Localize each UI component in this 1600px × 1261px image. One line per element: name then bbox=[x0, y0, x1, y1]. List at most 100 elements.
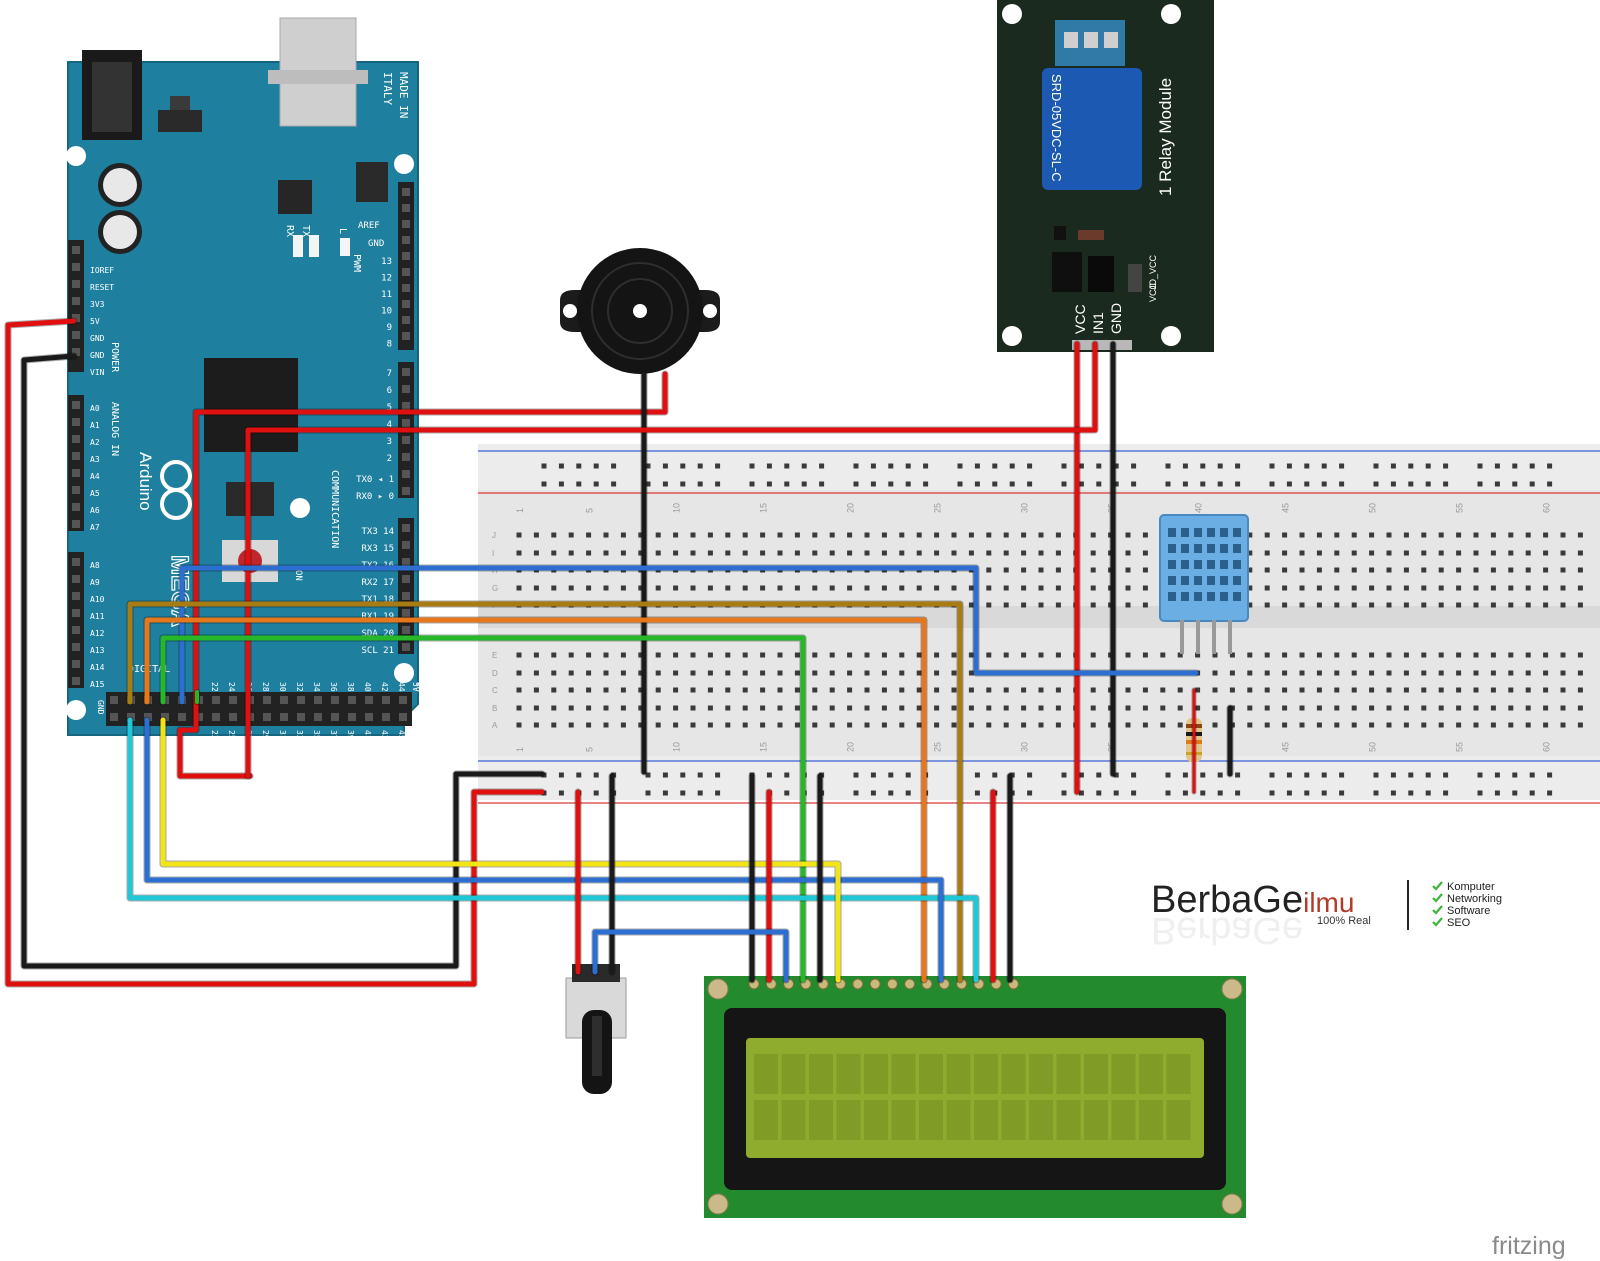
buzzer-hole-left bbox=[563, 304, 577, 318]
breadboard-hole bbox=[934, 532, 940, 538]
comm-pin bbox=[402, 609, 410, 617]
rail-hole bbox=[1217, 790, 1223, 796]
rail-hole bbox=[1547, 481, 1553, 487]
analog-pin-label: A0 bbox=[90, 404, 100, 413]
breadboard-hole bbox=[1403, 532, 1409, 538]
breadboard-hole bbox=[1055, 567, 1061, 573]
breadboard-hole bbox=[1247, 705, 1253, 711]
power-pin-label: GND bbox=[90, 334, 105, 343]
mount-hole-3 bbox=[290, 498, 310, 518]
rail-hole bbox=[1477, 481, 1483, 487]
rail-hole bbox=[1027, 772, 1033, 778]
rail-hole bbox=[766, 481, 772, 487]
rail-hole bbox=[1373, 463, 1379, 469]
breadboard-hole bbox=[1142, 687, 1148, 693]
dht-grille-slot bbox=[1207, 576, 1215, 585]
rail-hole bbox=[974, 463, 980, 469]
breadboard-hole bbox=[1351, 585, 1357, 591]
breadboard-hole bbox=[1282, 602, 1288, 608]
digital-pin-label: 33 bbox=[295, 730, 304, 740]
breadboard-hole bbox=[1543, 602, 1549, 608]
rail-hole bbox=[1200, 481, 1206, 487]
breadboard-hole bbox=[916, 670, 922, 676]
rail-hole bbox=[662, 463, 668, 469]
digital-pin-label: 52 bbox=[465, 682, 474, 692]
breadboard-hole bbox=[986, 722, 992, 728]
analog-pin-label: A12 bbox=[90, 629, 105, 638]
rail-hole bbox=[1373, 772, 1379, 778]
breadboard-hole bbox=[1577, 705, 1583, 711]
digital-header-pin bbox=[382, 696, 390, 704]
breadboard-hole bbox=[655, 670, 661, 676]
breadboard-hole bbox=[673, 652, 679, 658]
digital-pin-label: 40 bbox=[363, 682, 372, 692]
rail-hole bbox=[576, 772, 582, 778]
jd-jumper[interactable] bbox=[1128, 264, 1142, 292]
power-pin bbox=[72, 314, 80, 322]
breadboard-column-number: 45 bbox=[1281, 742, 1291, 752]
breadboard-hole bbox=[725, 550, 731, 556]
digital-pin bbox=[402, 453, 410, 461]
digital-pin-label: 23 bbox=[210, 730, 219, 740]
breadboard-row-letter: I bbox=[492, 549, 494, 558]
breadboard-hole bbox=[829, 670, 835, 676]
breadboard-column-number: 50 bbox=[1368, 503, 1378, 513]
breadboard-hole bbox=[1038, 585, 1044, 591]
rail-hole bbox=[923, 463, 929, 469]
digital-pin-label: 41 bbox=[363, 730, 372, 740]
rail-hole bbox=[853, 790, 859, 796]
rail-hole bbox=[1217, 481, 1223, 487]
breadboard-hole bbox=[1508, 670, 1514, 676]
breadboard-hole bbox=[760, 532, 766, 538]
breadboard-hole bbox=[794, 585, 800, 591]
analog-pin-label: A14 bbox=[90, 663, 105, 672]
capacitor-1-top bbox=[103, 168, 137, 202]
rail-hole bbox=[1131, 481, 1137, 487]
breadboard-hole bbox=[742, 652, 748, 658]
wire-gnd bbox=[21, 353, 545, 969]
breadboard-hole bbox=[620, 687, 626, 693]
breadboard-hole bbox=[690, 550, 696, 556]
potentiometer bbox=[565, 964, 627, 1094]
breadboard-hole bbox=[968, 652, 974, 658]
rail-hole bbox=[1425, 772, 1431, 778]
breadboard-hole bbox=[568, 705, 574, 711]
comm-pin bbox=[402, 558, 410, 566]
breadboard-hole bbox=[551, 532, 557, 538]
breadboard-hole bbox=[1125, 687, 1131, 693]
rail-hole bbox=[1547, 463, 1553, 469]
digital-header-pin bbox=[365, 713, 373, 721]
breadboard-column-number: 55 bbox=[1455, 503, 1465, 513]
l-led bbox=[340, 238, 350, 256]
breadboard-hole bbox=[1560, 652, 1566, 658]
breadboard-hole bbox=[1525, 532, 1531, 538]
breadboard-hole bbox=[1125, 567, 1131, 573]
lcd-character-cell bbox=[836, 1054, 861, 1094]
breadboard-hole bbox=[916, 585, 922, 591]
breadboard-hole bbox=[725, 722, 731, 728]
gnd-bottom-label: GND bbox=[96, 700, 105, 715]
breadboard-hole bbox=[1560, 567, 1566, 573]
rail-hole bbox=[645, 481, 651, 487]
lcd-character-cell bbox=[891, 1054, 916, 1094]
breadboard-hole bbox=[1021, 687, 1027, 693]
mount-hole-5 bbox=[394, 663, 414, 683]
breadboard-hole bbox=[1282, 652, 1288, 658]
comm-pin-label: SCL 21 bbox=[361, 646, 394, 656]
rail-hole bbox=[1182, 790, 1188, 796]
breadboard-hole bbox=[1403, 722, 1409, 728]
breadboard-hole bbox=[1456, 550, 1462, 556]
wire-lcd-rs bbox=[160, 635, 806, 983]
rail-hole bbox=[1547, 790, 1553, 796]
breadboard-column-number: 60 bbox=[1542, 503, 1552, 513]
dht-leg-2 bbox=[1196, 620, 1200, 654]
breadboard-hole bbox=[1021, 652, 1027, 658]
breadboard-hole bbox=[1351, 602, 1357, 608]
lcd-character-cells bbox=[754, 1054, 1191, 1140]
digital-pin bbox=[402, 268, 410, 276]
breadboard-hole bbox=[1055, 550, 1061, 556]
smd-component-1 bbox=[1054, 226, 1066, 240]
dht-grille-slot bbox=[1233, 544, 1241, 553]
breadboard-hole bbox=[1577, 602, 1583, 608]
breadboard-hole bbox=[864, 550, 870, 556]
